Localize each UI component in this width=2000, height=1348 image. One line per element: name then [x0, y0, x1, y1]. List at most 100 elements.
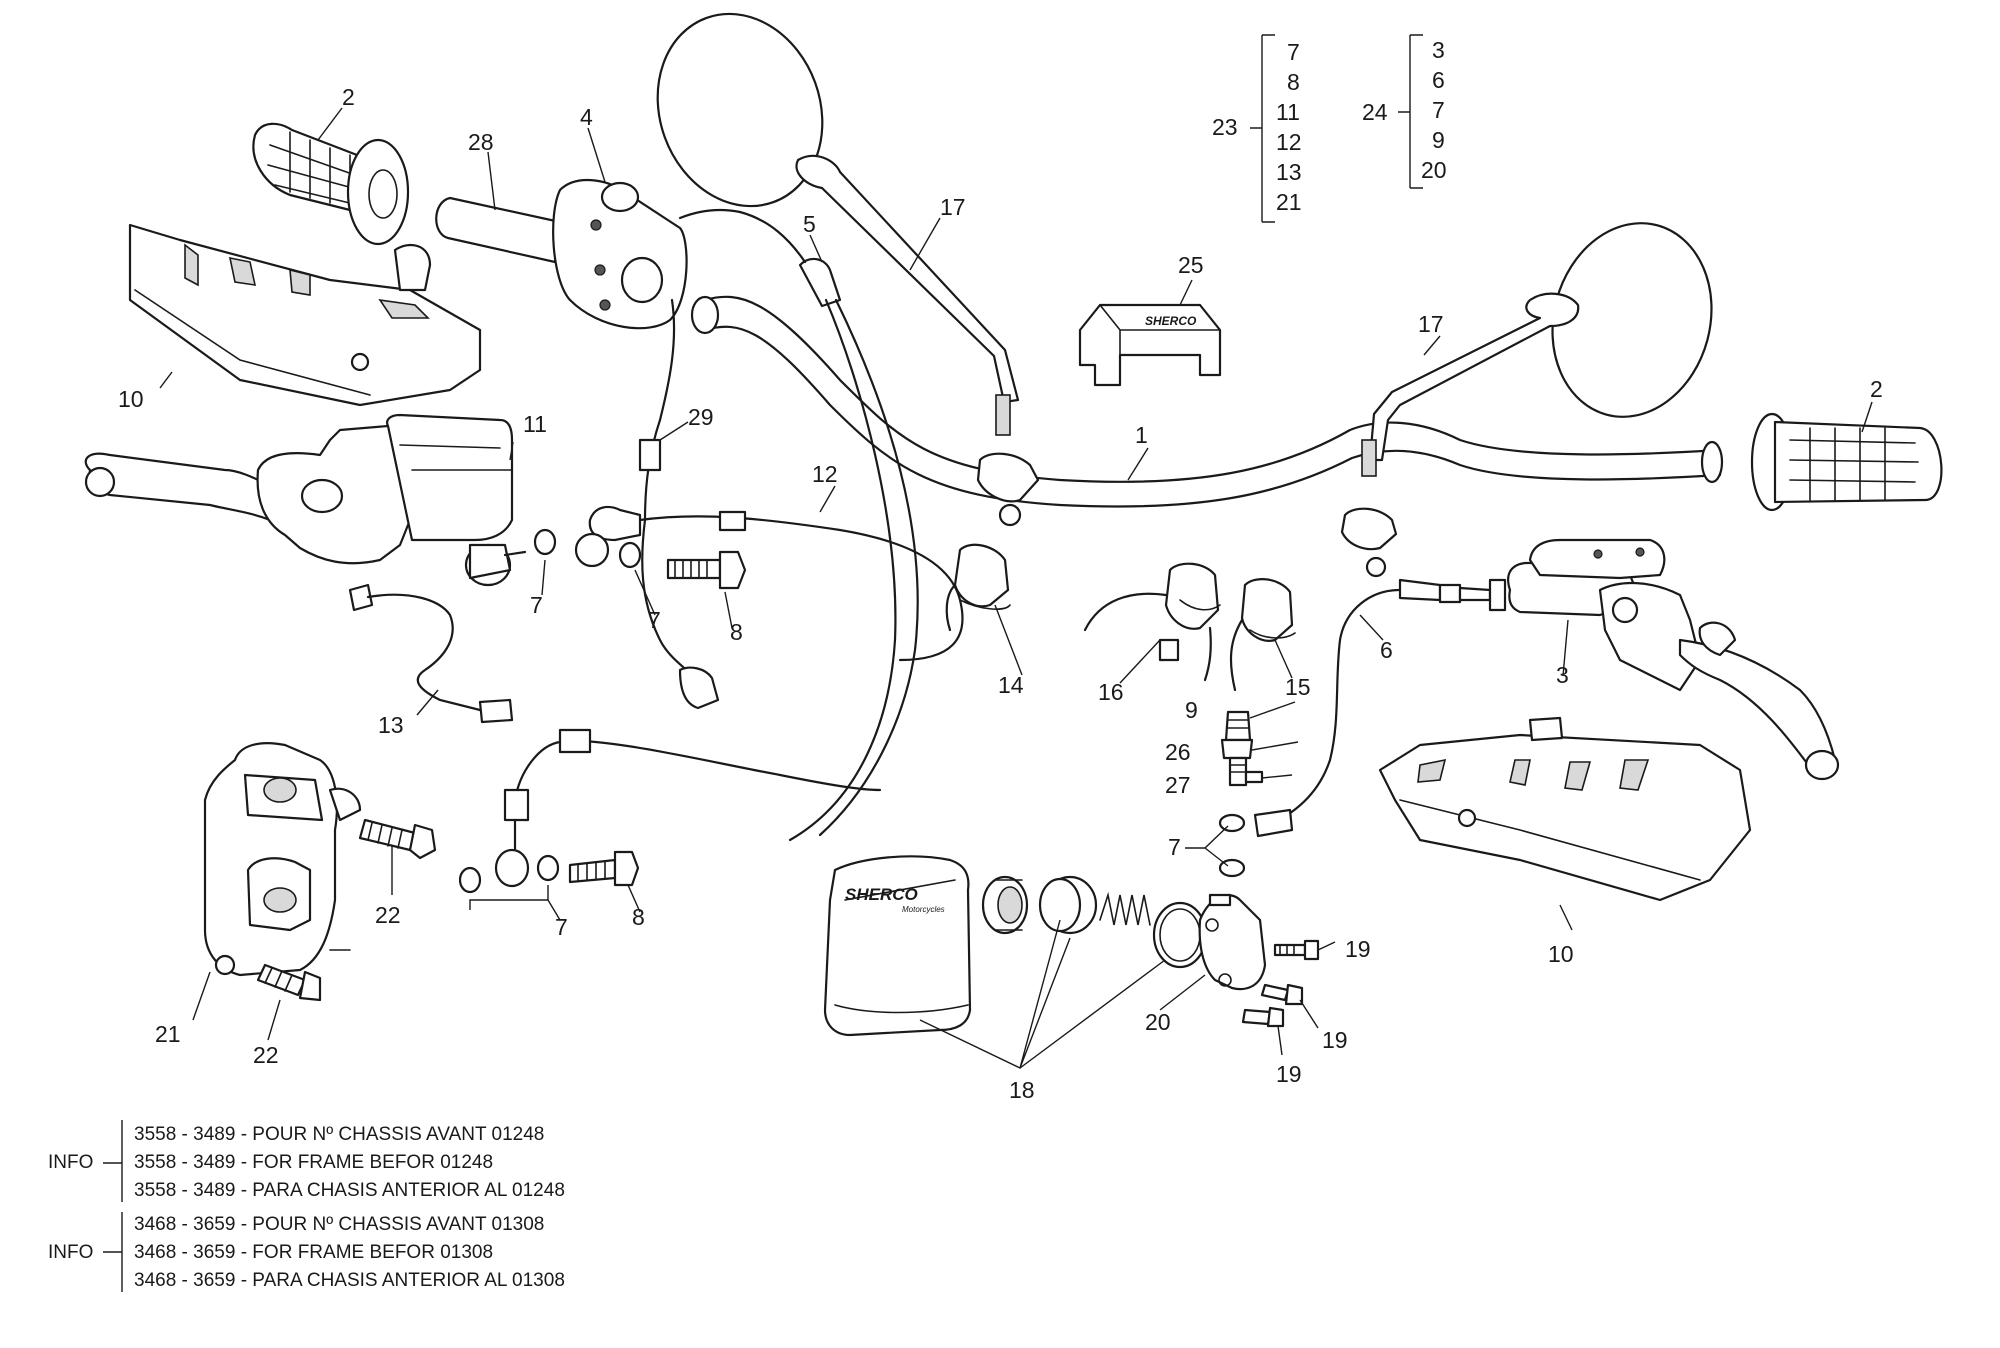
callout-19-c: 19 — [1276, 1061, 1302, 1087]
callout-14: 14 — [998, 672, 1024, 698]
callout-10-left: 10 — [118, 386, 144, 412]
brake-hose-part — [494, 728, 882, 888]
callout-18: 18 — [1009, 1077, 1035, 1103]
kit-23-item: 12 — [1276, 129, 1302, 155]
kill-switch-part — [1083, 562, 1221, 682]
callout-17-left: 17 — [940, 194, 966, 220]
callout-17-right: 17 — [1418, 311, 1444, 337]
callout-20: 20 — [1145, 1009, 1171, 1035]
callout-2-left: 2 — [342, 84, 355, 110]
info-line: 3558 - 3489 - FOR FRAME BEFOR 01248 — [134, 1152, 494, 1173]
callout-9: 9 — [1185, 697, 1198, 723]
callout-7-a: 7 — [530, 592, 543, 618]
brake-hose-right-part — [1253, 578, 1507, 838]
kit-23-legend: 23 7 8 11 12 13 21 — [1212, 34, 1302, 223]
info-brackets — [103, 1120, 123, 1292]
leader-lines — [159, 107, 1873, 1069]
callout-5: 5 — [803, 211, 816, 237]
callout-13: 13 — [378, 712, 404, 738]
stop-switch-left-part — [945, 543, 1011, 632]
screw-middle-part — [1260, 983, 1304, 1006]
callout-16: 16 — [1098, 679, 1124, 705]
left-grip-part — [252, 122, 410, 246]
bag-brand-text: SHERCO — [845, 885, 918, 904]
clutch-master-cylinder-part — [84, 413, 527, 587]
callout-1: 1 — [1135, 422, 1148, 448]
callout-22-a: 22 — [375, 902, 401, 928]
clutch-switch-part — [348, 583, 514, 724]
kit-23-item: 8 — [1287, 69, 1300, 95]
reservoir-cap-part: SHERCO — [1078, 303, 1222, 387]
brake-caliper-part — [203, 742, 362, 977]
kit-24-item: 20 — [1421, 157, 1447, 183]
right-grip-part — [1750, 412, 1943, 512]
callout-27: 27 — [1165, 772, 1191, 798]
kit-23-label: 23 — [1212, 114, 1238, 140]
screw-lower-part — [1241, 1006, 1285, 1028]
banjo-bolt-upper-part — [666, 550, 747, 590]
bag-subtext: Motorcycles — [902, 905, 945, 914]
callout-3: 3 — [1556, 662, 1569, 688]
info-line: 3468 - 3659 - POUR Nº CHASSIS AVANT 0130… — [134, 1214, 545, 1235]
left-mirror-part — [656, 12, 1040, 527]
callout-4: 4 — [580, 104, 593, 130]
washers-group — [458, 528, 1246, 894]
callout-8-a: 8 — [730, 619, 743, 645]
info-line: 3468 - 3659 - PARA CHASIS ANTERIOR AL 01… — [134, 1270, 565, 1291]
info-line: 3558 - 3489 - POUR Nº CHASSIS AVANT 0124… — [134, 1124, 545, 1145]
kit-24-item: 9 — [1432, 127, 1445, 153]
callout-8-b: 8 — [632, 904, 645, 930]
caliper-bolt-upper-part — [358, 818, 437, 860]
info-label: INFO — [48, 1242, 94, 1263]
piston-part — [1038, 875, 1098, 935]
callout-10-right: 10 — [1548, 941, 1574, 967]
brake-master-cylinder-part — [1507, 538, 1840, 781]
callout-7-c: 7 — [555, 914, 568, 940]
choke-cable-part — [738, 210, 919, 842]
callout-11: 11 — [523, 411, 547, 437]
wiring-harness-part — [638, 418, 720, 710]
right-hand-guard-part — [1378, 716, 1752, 902]
callout-26: 26 — [1165, 739, 1191, 765]
callout-21: 21 — [155, 1021, 181, 1047]
callout-12: 12 — [812, 461, 838, 487]
cap-brand-text: SHERCO — [1145, 314, 1197, 328]
info-label: INFO — [48, 1152, 94, 1173]
callout-7-d: 7 — [1168, 834, 1181, 860]
handlebar-part — [690, 295, 1724, 508]
throttle-housing-part — [552, 178, 742, 422]
banjo-bolt-lower-part — [568, 850, 640, 887]
callout-6: 6 — [1380, 637, 1393, 663]
piston-spring-part — [1099, 891, 1151, 926]
kit-24-item: 3 — [1432, 37, 1445, 63]
callout-15: 15 — [1285, 674, 1311, 700]
callout-7-b: 7 — [648, 607, 661, 633]
bleeder-valve-part — [1220, 710, 1264, 787]
piston-seal-cup-part — [981, 875, 1029, 935]
callout-19-b: 19 — [1322, 1027, 1348, 1053]
throttle-tube-part — [435, 196, 562, 264]
stop-switch-right-part — [1229, 578, 1296, 692]
clutch-hose-part — [574, 505, 964, 662]
kit-23-item: 11 — [1276, 99, 1300, 125]
callout-28: 28 — [468, 129, 494, 155]
callout-labels: 1 2 2 3 4 5 6 7 7 7 7 8 8 9 10 10 11 12 … — [118, 84, 1883, 1103]
callout-29: 29 — [688, 404, 714, 430]
kit-24-label: 24 — [1362, 99, 1388, 125]
screw-upper-part — [1273, 939, 1320, 961]
kit-23-item: 13 — [1276, 159, 1302, 185]
callout-22-b: 22 — [253, 1042, 279, 1068]
callout-25: 25 — [1178, 252, 1204, 278]
kit-24-item: 7 — [1432, 97, 1445, 123]
slave-cylinder-body-part — [1198, 893, 1267, 991]
right-mirror-part — [1340, 222, 1713, 578]
kit-23-item: 21 — [1276, 189, 1302, 215]
info-line: 3468 - 3659 - FOR FRAME BEFOR 01308 — [134, 1242, 494, 1263]
kit-24-legend: 24 3 6 7 9 20 — [1362, 34, 1447, 189]
kit-24-item: 6 — [1432, 67, 1445, 93]
seal-kit-bag-part: SHERCO Motorcycles — [823, 855, 972, 1037]
callout-19-a: 19 — [1345, 936, 1371, 962]
info-line: 3558 - 3489 - PARA CHASIS ANTERIOR AL 01… — [134, 1180, 565, 1201]
